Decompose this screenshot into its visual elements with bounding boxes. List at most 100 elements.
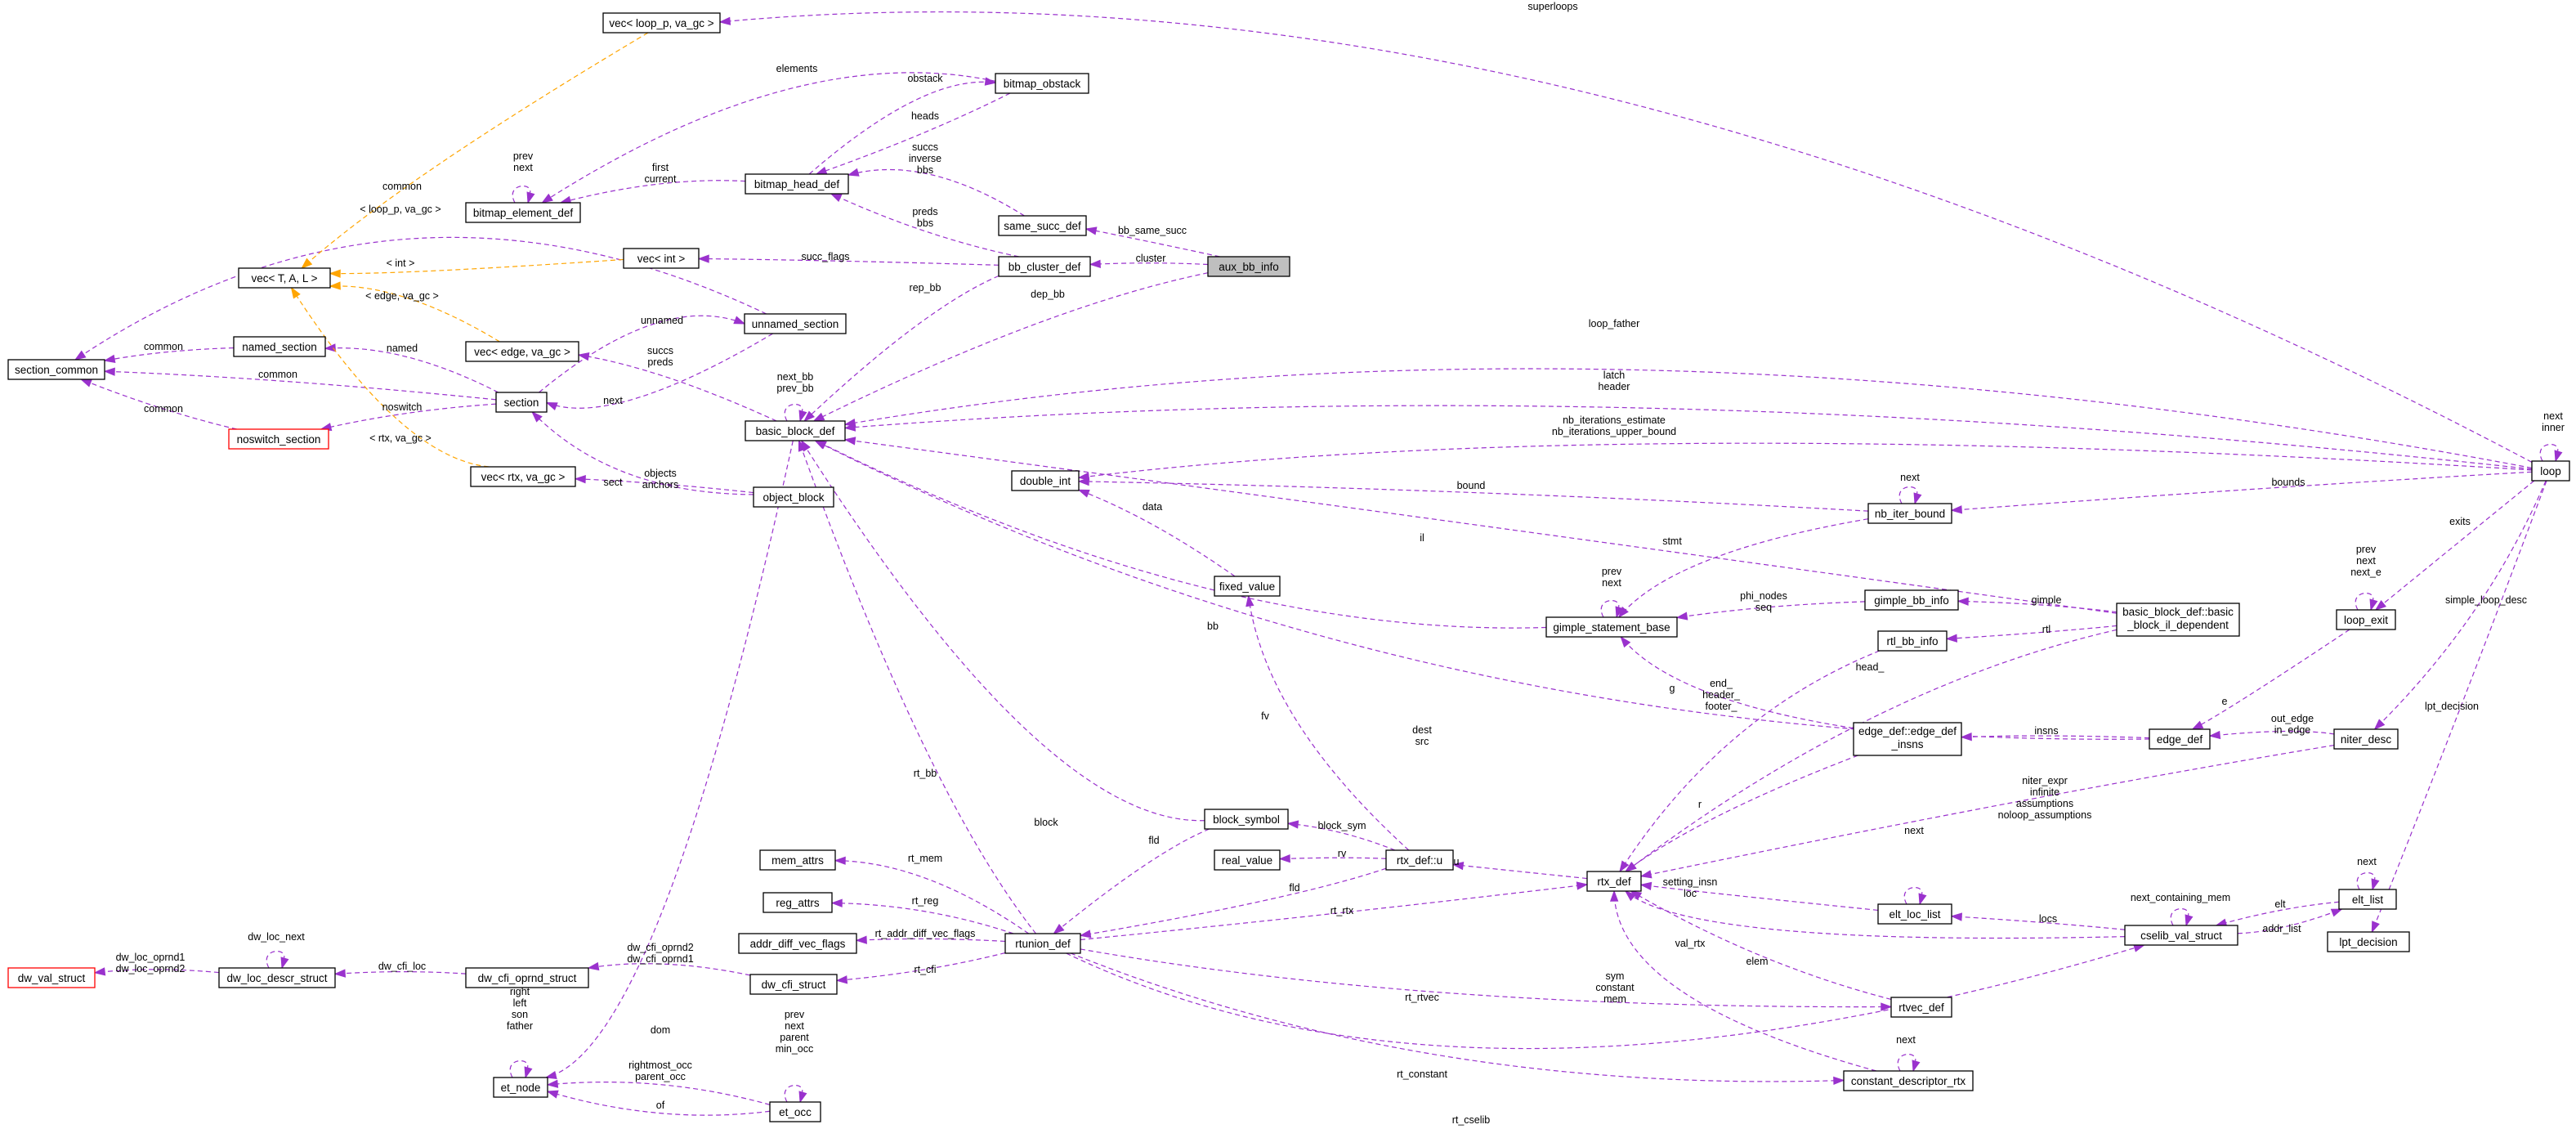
node-lpt-decision[interactable]: lpt_decision [2327,931,2410,952]
arrowhead [814,440,827,450]
node-rtl-bb-info[interactable]: rtl_bb_info [1877,630,1948,652]
node-box [1853,722,1962,756]
node-same-succ-def[interactable]: same_succ_def [998,215,1087,236]
edge-label-line: sym [1606,970,1625,982]
node-gimple-statement-base[interactable]: gimple_statement_base [1545,616,1678,638]
node-edge-def[interactable]: edge_def [2149,728,2211,750]
node-dw-loc-descr-struct[interactable]: dw_loc_descr_struct [218,967,336,988]
node-vec-rtx[interactable]: vec< rtx, va_gc > [470,466,576,487]
arrowhead [855,935,867,944]
node-box [995,73,1089,94]
edge-label-end-header-footer: end_header_footer_ [1702,678,1741,712]
edge-gimple-statement-base-to-basic-block-def [814,440,1547,629]
arrowhead [1960,733,1972,741]
edge-label-line: anchors [642,479,678,491]
edge-label-rtx-va-gc: < rtx, va_gc > [369,432,432,444]
edge-bitmap-element-def-to-bitmap-element-def [512,186,535,204]
node-label: constant_descriptor_rtx [1851,1075,1966,1087]
node-vec-edge[interactable]: vec< edge, va_gc > [465,341,579,362]
edge-unnamed-section-to-section-common [74,236,767,361]
node-block-symbol[interactable]: block_symbol [1204,809,1289,830]
node-addr-diff-vec-flags[interactable]: addr_diff_vec_flags [738,933,857,954]
edge-label-line: dom [651,1024,670,1036]
node-fixed-value[interactable]: fixed_value [1214,576,1281,597]
node-loop-exit[interactable]: loop_exit [2336,609,2396,630]
node-bitmap-element-def[interactable]: bitmap_element_def [465,202,581,223]
edge-label-line: rt_constant [1397,1069,1447,1080]
node-vec-T-A-L[interactable]: vec< T, A, L > [238,267,331,289]
node-bitmap-head-def[interactable]: bitmap_head_def [745,173,849,195]
node-label: edge_def [2157,733,2203,746]
edge-label-line: latch [1603,370,1625,381]
arrowhead [2330,908,2343,917]
node-loop[interactable]: loop [2531,460,2570,482]
edge-label-line: dep_bb [1031,289,1065,300]
node-edge-def-insns[interactable]: edge_def::edge_def_insns [1853,722,1962,756]
node-real-value[interactable]: real_value [1214,849,1281,871]
node-elt-loc-list[interactable]: elt_loc_list [1877,903,1952,925]
edge-line [1630,890,1892,1001]
arrowhead [2185,914,2194,927]
node-bitmap-obstack[interactable]: bitmap_obstack [995,73,1089,94]
node-box [1877,630,1948,652]
edge-aux-bb-info-to-bb-cluster-def [1089,259,1209,268]
node-niter-desc[interactable]: niter_desc [2333,728,2399,750]
edge-rtx-def-to-rtx-def-u [1451,862,1588,880]
arrowhead [847,168,860,177]
node-label: elt_list [2352,894,2384,906]
node-nb-iter-bound[interactable]: nb_iter_bound [1867,503,1952,524]
node-box [2124,925,2238,946]
node-section-common[interactable]: section_common [7,359,105,380]
edge-label-dom: dom [651,1024,670,1036]
edge-label-line: next [1904,825,1924,836]
node-unnamed-section[interactable]: unnamed_section [744,313,847,334]
node-constant-descriptor-rtx[interactable]: constant_descriptor_rtx [1843,1070,1974,1091]
node-object-block[interactable]: object_block [753,486,834,508]
edge-rtx-def-u-to-real-value [1278,854,1387,863]
edge-label-rep-bb: rep_bb [910,282,941,293]
arrowhead [2373,719,2386,731]
edge-line [2192,629,2350,730]
node-vec-int[interactable]: vec< int > [623,248,700,269]
node-gimple-bb-info[interactable]: gimple_bb_info [1864,589,1959,611]
node-rtunion-def[interactable]: rtunion_def [1004,933,1081,954]
edge-line [542,72,996,204]
node-box [1004,933,1081,954]
edge-label-next-section: next [603,395,623,406]
node-et-occ[interactable]: et_occ [769,1101,821,1122]
node-rtx-def[interactable]: rtx_def [1586,871,1642,892]
edge-label-fv: fv [1261,710,1269,722]
node-basic-block-il[interactable]: basic_block_def::basic_block_il_dependen… [2116,603,2240,637]
node-dw-val-struct[interactable]: dw_val_struct [7,967,96,988]
node-et-node[interactable]: et_node [493,1077,548,1098]
edge-label-line: left [513,997,527,1009]
node-dw-cfi-struct[interactable]: dw_cfi_struct [749,974,838,995]
edge-rtvec-def-to-rtx-def [1630,890,1892,1001]
node-rtx-def-u[interactable]: rtx_def::u [1385,849,1454,871]
node-mem-attrs[interactable]: mem_attrs [759,849,836,871]
edge-line [798,440,1037,934]
node-label: bitmap_head_def [754,178,840,190]
node-box [1843,1070,1974,1091]
node-rtvec-def[interactable]: rtvec_def [1890,997,1952,1018]
node-noswitch-section[interactable]: noswitch_section [228,428,329,450]
edge-line [1626,629,2118,872]
node-reg-attrs[interactable]: reg_attrs [763,892,833,913]
arrowhead [1624,890,1636,902]
node-vec-loop-p[interactable]: vec< loop_p, va_gc > [602,12,721,34]
edge-label-val-rtx: val_rtx [1675,938,1706,949]
node-named-section[interactable]: named_section [233,336,326,357]
edge-label-rt-rtvec: rt_rtvec [1405,992,1439,1003]
node-box [1864,589,1959,611]
node-dw-cfi-oprnd-struct[interactable]: dw_cfi_oprnd_struct [465,967,589,988]
node-double-int[interactable]: double_int [1011,470,1080,491]
node-aux-bb-info[interactable]: aux_bb_info [1207,256,1290,277]
node-elt-list[interactable]: elt_list [2338,889,2397,910]
node-section[interactable]: section [495,392,548,413]
node-cselib-val-struct[interactable]: cselib_val_struct [2124,925,2238,946]
edge-cselib-val-struct-to-cselib-val-struct [2170,908,2194,927]
node-bb-cluster-def[interactable]: bb_cluster_def [998,256,1091,277]
node-basic-block-def[interactable]: basic_block_def [745,420,846,441]
